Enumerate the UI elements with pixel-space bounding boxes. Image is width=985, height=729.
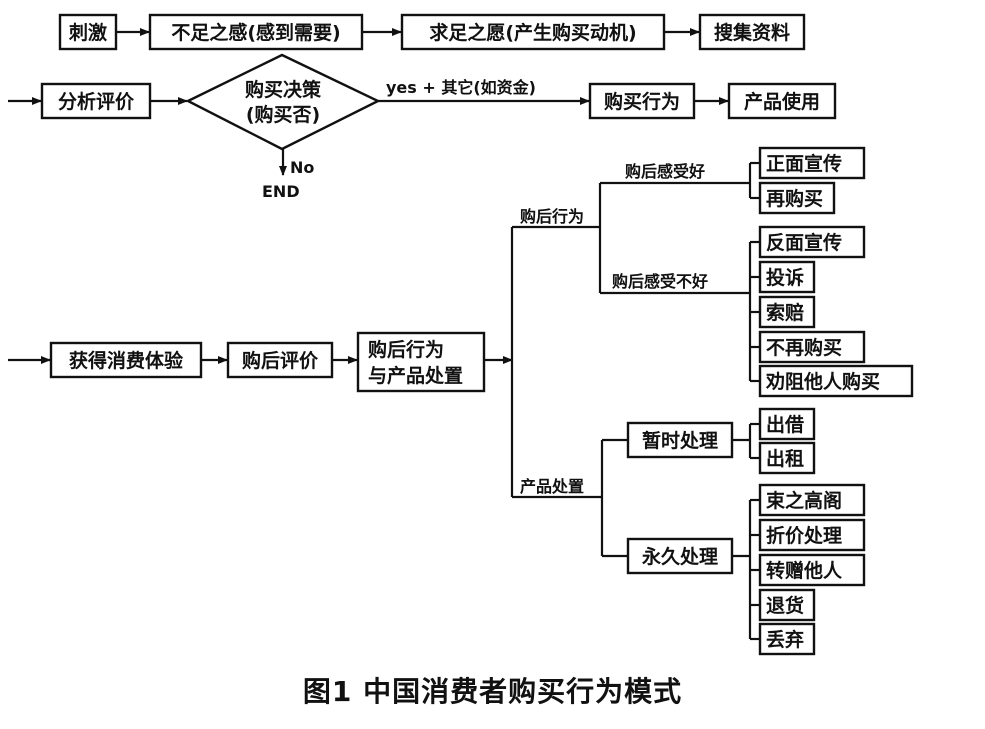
experience-label: 获得消费体验 [69,349,184,372]
leaf-box: 出租 [758,441,816,475]
insufficiency-label: 不足之感(感到需要) [171,21,340,44]
use-box: 产品使用 [727,82,837,120]
insufficiency-box: 不足之感(感到需要) [148,13,364,51]
post-eval-label: 购后评价 [242,349,319,372]
leaf-box: 折价处理 [758,518,866,552]
leaf-label: 出借 [766,413,804,436]
no-label: No [290,158,314,177]
leaf-label: 正面宣传 [766,152,842,175]
leaf-label: 束之高阁 [766,489,842,512]
leaf-box: 再购买 [758,181,836,215]
purchase-label: 购买行为 [604,90,680,113]
leaf-nodes: 正面宣传再购买反面宣传投诉索赔不再购买劝阻他人购买出借出租束之高阁折价处理转赠他… [750,146,914,656]
leaf-label: 不再购买 [766,336,842,359]
end-label: END [262,182,300,201]
use-label: 产品使用 [744,90,820,113]
stimulus-box: 刺激 [58,13,118,51]
leaf-box: 束之高阁 [758,483,866,517]
decision-label-line2: (购买否) [246,103,320,126]
leaf-box: 不再购买 [758,330,866,364]
decision-label-line1: 购买决策 [245,78,322,101]
permanent-label: 永久处理 [641,545,718,568]
post-purchase-behavior-label: 购后行为 [520,207,584,226]
leaf-box: 丢弃 [758,622,816,656]
post-behavior-label-line2: 与产品处置 [368,364,463,387]
search-label: 搜集资料 [714,21,790,44]
leaf-box: 出借 [758,407,816,441]
leaf-box: 转赠他人 [758,553,866,587]
decision-diamond: 购买决策 (购买否) [185,53,381,151]
purchase-box: 购买行为 [588,82,696,120]
figure-caption: 图1 中国消费者购买行为模式 [302,675,683,708]
analysis-label: 分析评价 [58,90,135,113]
temporary-box: 暂时处理 [626,421,734,459]
permanent-box: 永久处理 [626,537,734,575]
leaf-label: 再购买 [766,187,823,210]
leaf-label: 丢弃 [766,628,804,651]
leaf-label: 索赔 [766,301,804,324]
bad-feeling-label: 购后感受不好 [612,272,708,291]
good-feeling-label: 购后感受好 [625,162,705,181]
leaf-label: 投诉 [766,266,804,289]
leaf-box: 劝阻他人购买 [758,364,914,398]
leaf-box: 正面宣传 [758,146,866,180]
leaf-label: 反面宣传 [766,231,842,254]
leaf-label: 折价处理 [766,524,842,547]
desire-box: 求足之愿(产生购买动机) [400,13,666,51]
leaf-label: 退货 [766,594,804,617]
post-behavior-label-line1: 购后行为 [368,338,444,361]
leaf-box: 索赔 [758,295,816,329]
search-box: 搜集资料 [698,13,806,51]
analysis-box: 分析评价 [40,82,152,120]
yes-label: yes + 其它(如资金) [386,78,536,97]
temporary-label: 暂时处理 [642,429,718,452]
stimulus-label: 刺激 [69,21,107,44]
leaf-label: 转赠他人 [766,559,843,582]
post-behavior-box: 购后行为 与产品处置 [356,331,486,393]
leaf-label: 劝阻他人购买 [765,370,880,393]
leaf-box: 退货 [758,588,816,622]
leaf-box: 反面宣传 [758,225,866,259]
experience-box: 获得消费体验 [49,341,203,379]
post-eval-box: 购后评价 [226,341,334,379]
desire-label: 求足之愿(产生购买动机) [429,21,636,44]
leaf-label: 出租 [766,447,804,470]
disposal-label: 产品处置 [520,477,584,496]
leaf-box: 投诉 [758,260,816,294]
